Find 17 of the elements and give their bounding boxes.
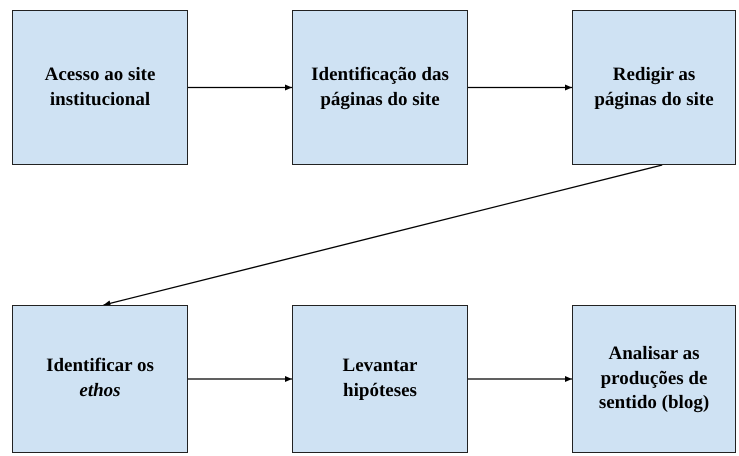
box-label: Levantar hipóteses xyxy=(342,354,418,403)
arrow xyxy=(103,164,662,306)
box-label: Redigir as páginas do site xyxy=(593,62,715,112)
process-box xyxy=(12,10,188,165)
arrow xyxy=(468,376,572,382)
arrow xyxy=(188,84,292,90)
process-box xyxy=(572,305,736,453)
box-label: Analisar as produções de sentido (blog) xyxy=(598,342,710,416)
process-box xyxy=(12,305,188,453)
process-box xyxy=(292,305,468,453)
arrow xyxy=(468,84,572,90)
process-box xyxy=(292,10,468,165)
arrow xyxy=(188,376,292,382)
box-label: Identificar os ethos xyxy=(45,354,155,403)
process-box xyxy=(572,10,736,165)
box-label: Acesso ao site institucional xyxy=(44,62,156,112)
box-label: Identificação das páginas do site xyxy=(310,62,450,112)
